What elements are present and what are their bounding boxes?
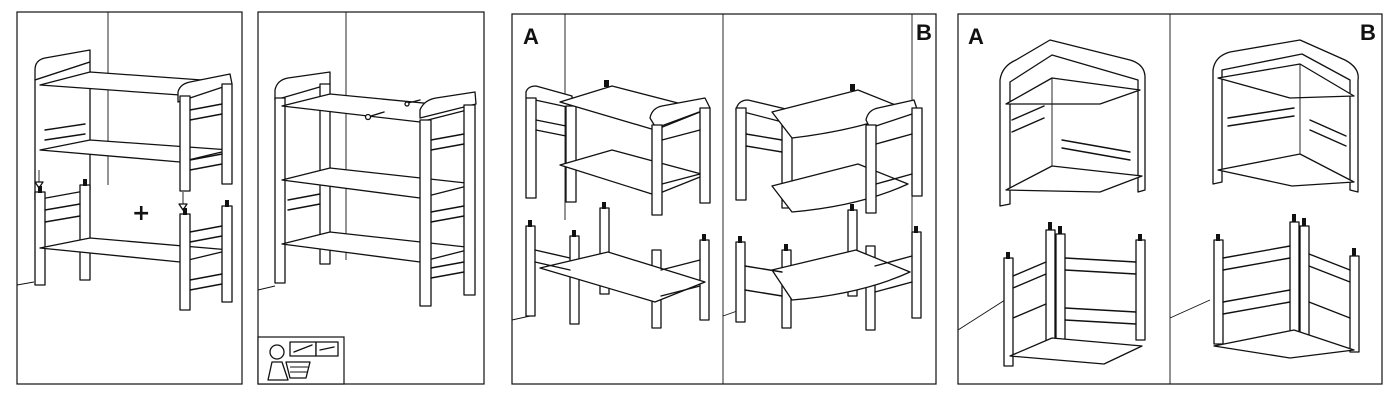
variant-label-a: A xyxy=(523,24,539,49)
variant-label-a: A xyxy=(968,24,984,49)
variant-b-corner-upper-unit xyxy=(1212,39,1359,193)
floor-line xyxy=(16,281,35,286)
person-with-screwdriver-and-hex-key-icon xyxy=(267,341,339,381)
panel-step-4: A B xyxy=(957,13,1383,385)
variant-b-corner-lower-unit xyxy=(1213,214,1360,359)
floor-line xyxy=(257,285,276,291)
variant-label-b: B xyxy=(1360,20,1376,45)
variant-a-lower-unit xyxy=(525,202,710,329)
variant-a-corner-upper-unit xyxy=(999,39,1146,207)
variant-b-upper-unit xyxy=(735,84,923,214)
variant-label-b: B xyxy=(916,20,932,45)
panel-2-frame xyxy=(257,11,485,385)
panel-step-2 xyxy=(257,11,485,385)
down-arrow-icon xyxy=(178,192,188,211)
screw-icon xyxy=(404,99,421,107)
plus-sign: + xyxy=(132,201,150,226)
lower-shelf-unit xyxy=(34,179,233,311)
variant-b-lower-unit xyxy=(735,204,922,331)
floor-line xyxy=(957,299,1006,331)
upper-shelf-unit xyxy=(34,49,233,201)
down-arrow-icon xyxy=(34,170,44,189)
panel-step-3: A B xyxy=(511,13,937,385)
floor-line xyxy=(511,315,531,321)
screw-icon xyxy=(364,111,385,121)
floor-line xyxy=(1169,299,1211,319)
variant-a-corner-lower-unit xyxy=(1003,222,1146,367)
variant-a-upper-unit xyxy=(525,80,711,216)
panel-step-1: + xyxy=(16,11,243,385)
assembled-three-tier-shelf xyxy=(274,71,477,307)
